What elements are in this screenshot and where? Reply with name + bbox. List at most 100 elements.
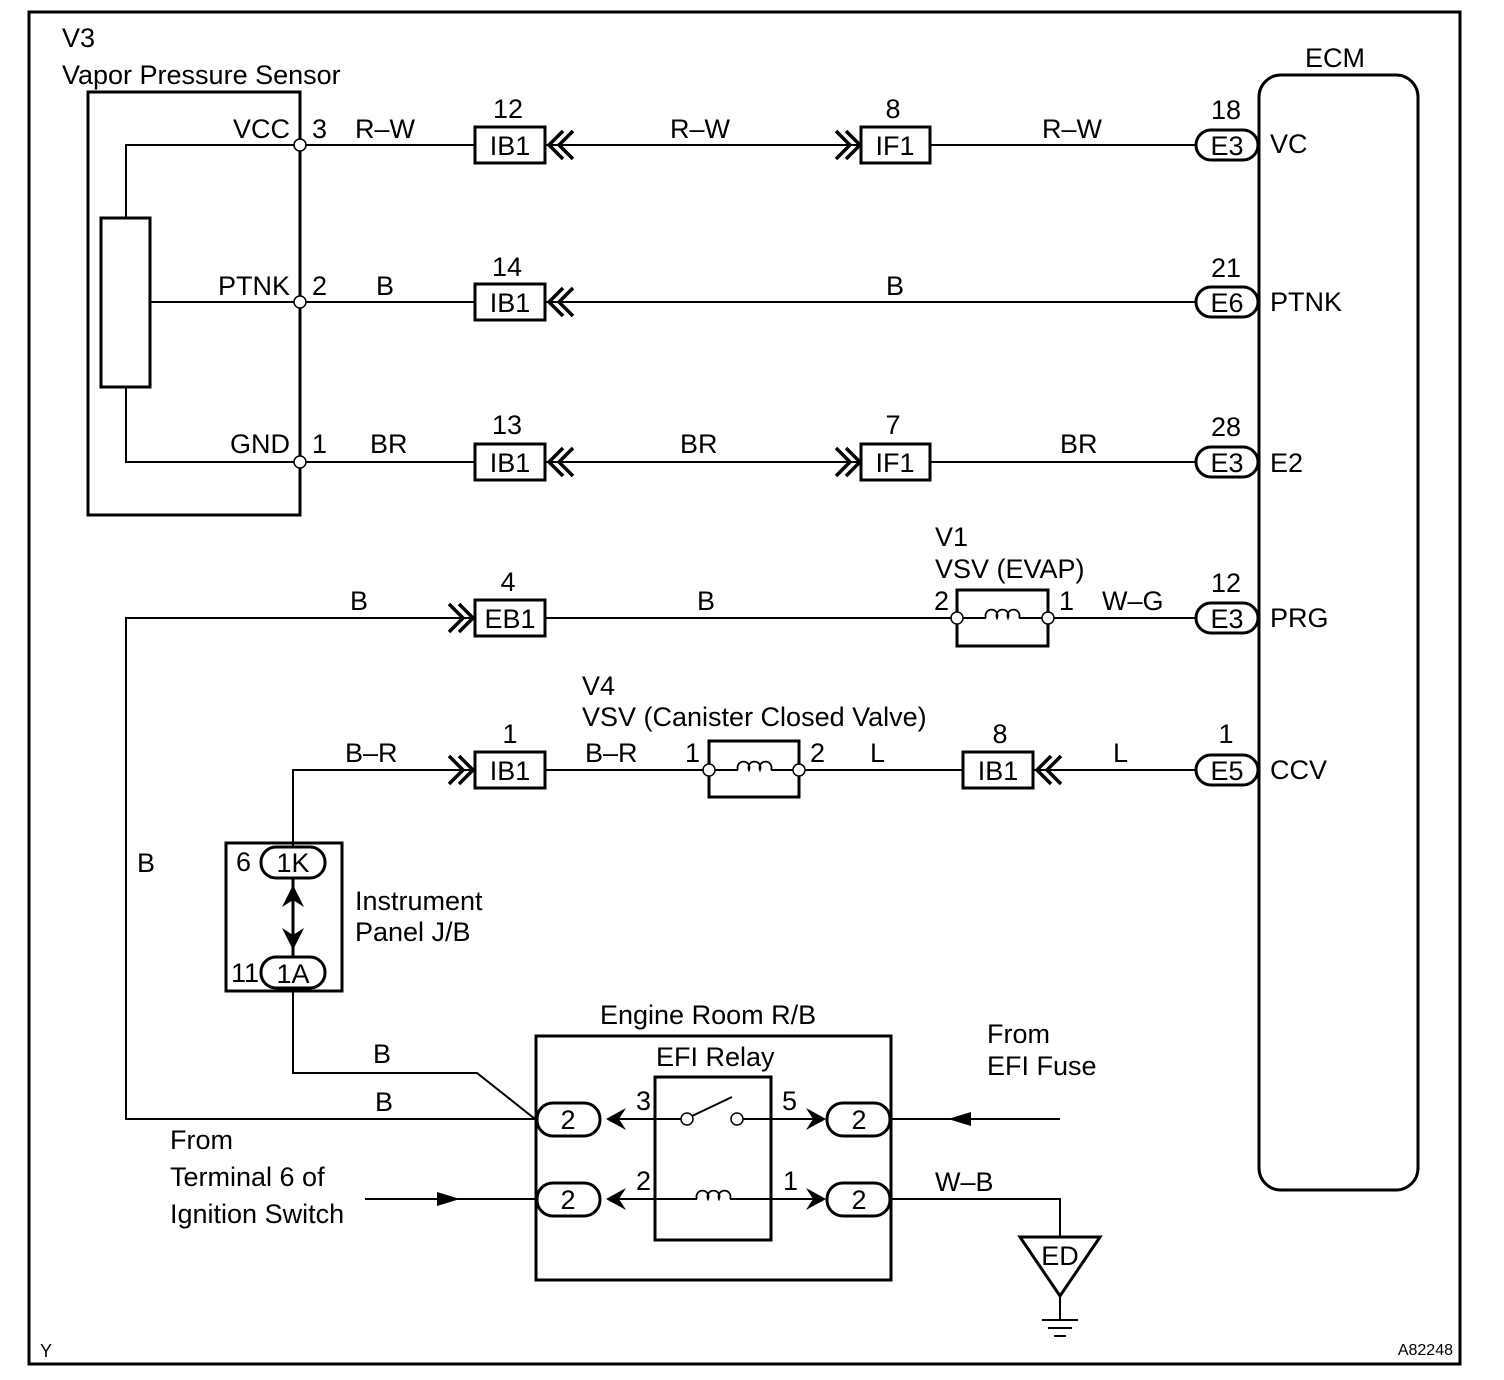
- jb-label: Panel J/B: [355, 917, 471, 947]
- wire-color-label: B: [697, 586, 715, 616]
- junction-connector: [473, 125, 547, 165]
- relay-pin: 2: [636, 1166, 651, 1196]
- sensor-internal-wire-gnd: [125, 387, 300, 463]
- rb-connector: [825, 1181, 892, 1218]
- connector-chevron: [834, 446, 853, 478]
- ecm-connector: [1194, 753, 1260, 787]
- jb-connector: [259, 845, 327, 880]
- wire-ground: [891, 1198, 1061, 1237]
- wire-color-label: B: [376, 271, 394, 301]
- sensor-terminal-ptnk: [293, 295, 307, 309]
- wire-jb-to-rb: [292, 988, 536, 1120]
- junction-connector-pin: 14: [492, 252, 522, 282]
- jb-connector-code: 1K: [276, 848, 309, 878]
- rb-connector: [535, 1101, 602, 1138]
- vsv-pin: 2: [810, 738, 825, 768]
- source-label: From: [170, 1125, 233, 1155]
- wire-color-label: R–W: [670, 114, 731, 144]
- sensor-terminal-pin: 3: [312, 114, 327, 144]
- sensor-terminal-pin: 2: [312, 271, 327, 301]
- junction-connector: [961, 750, 1035, 790]
- ground-ed: W–B ED: [891, 1167, 1103, 1337]
- ecm-terminal-name: PTNK: [1270, 287, 1342, 317]
- junction-connector-pin: 7: [885, 410, 900, 440]
- connector-chevron: [546, 446, 565, 478]
- connector-chevron: [556, 446, 575, 478]
- relay-pin: 5: [782, 1086, 797, 1116]
- wire-color-label: B: [886, 271, 904, 301]
- connector-chevron: [457, 602, 476, 634]
- coil-icon: [984, 608, 1021, 621]
- wire-color-label: R–W: [355, 114, 416, 144]
- jb-label: Instrument: [355, 886, 483, 916]
- sensor-ref: V3: [62, 23, 95, 53]
- wire-color-label: B: [350, 586, 368, 616]
- wire-color-label: L: [870, 738, 885, 768]
- vsv-evap: V1 VSV (EVAP) 2 1: [934, 522, 1085, 648]
- circuit-vc: R–W R–W R–W IB1 12 IF1 8 E3 18 VC: [306, 94, 1308, 165]
- ecm-connector-pin: 12: [1211, 568, 1241, 598]
- ecm-connector-code: E5: [1210, 756, 1243, 786]
- diagram-frame: [27, 10, 1462, 1366]
- vsv-canister-closed-valve: V4 VSV (Canister Closed Valve) 1 2: [582, 671, 927, 799]
- switch-contact: [680, 1112, 694, 1126]
- sensor-internal-wire-vcc: [125, 144, 300, 218]
- connector-chevron: [546, 286, 565, 318]
- rb-connector-code: 2: [560, 1185, 575, 1215]
- sensor-terminal-name: PTNK: [218, 271, 290, 301]
- wire-color-label: B: [375, 1087, 393, 1117]
- wire-color-label: L: [1113, 738, 1128, 768]
- sensor-terminal-gnd: [293, 455, 307, 469]
- ecm-connector-code: E3: [1210, 604, 1243, 634]
- jb-connector-pin: 11: [231, 958, 259, 988]
- vsv-pin: 1: [1059, 586, 1074, 616]
- source-ignition-switch: From Terminal 6 of Ignition Switch: [170, 1125, 537, 1229]
- connector-arrow-right-icon: [806, 1188, 826, 1210]
- wire-color-label: BR: [680, 429, 718, 459]
- jb-connector-code: 1A: [276, 959, 309, 989]
- junction-connector-code: IB1: [490, 448, 531, 478]
- relay-name: EFI Relay: [656, 1042, 775, 1072]
- arrow-up-icon: [282, 885, 304, 907]
- switch-contact: [730, 1112, 744, 1126]
- ecm-terminal-name: PRG: [1270, 603, 1329, 633]
- junction-connector-pin: 8: [992, 719, 1007, 749]
- relay-pin: 3: [636, 1086, 651, 1116]
- ecm-connector: [1194, 285, 1260, 319]
- rb-connector-code: 2: [851, 1185, 866, 1215]
- junction-connector-code: EB1: [484, 604, 535, 634]
- junction-connector: [859, 442, 932, 482]
- wire-color-label: W–B: [935, 1167, 994, 1197]
- sensor-terminal-name: VCC: [233, 114, 290, 144]
- ecm-connector-pin: 28: [1211, 412, 1241, 442]
- circuit-prg: B B W–G B EB1 4 V1 VSV (EVAP) 2 1 E3 12 …: [125, 522, 1329, 1120]
- arrow-right-icon: [437, 1192, 460, 1206]
- arrow-left-icon: [948, 1112, 971, 1126]
- ecm-connector-code: E6: [1210, 288, 1243, 318]
- vsv-evap-name: VSV (EVAP): [935, 554, 1085, 584]
- sensor-terminal-vcc: [293, 138, 307, 152]
- junction-connector: [473, 282, 547, 322]
- connector-chevron: [447, 754, 466, 786]
- relay-pin: 1: [783, 1166, 798, 1196]
- vsv-terminal: [1041, 611, 1055, 625]
- connector-arrow-left-icon: [606, 1108, 626, 1130]
- instrument-panel-jb: 1K 6 1A 11 Instrument Panel J/B B B: [224, 841, 536, 1120]
- connector-chevron: [1034, 754, 1053, 786]
- footer-left: Y: [40, 1341, 52, 1361]
- arrow-down-icon: [282, 928, 304, 950]
- engine-room-rb: Engine Room R/B EFI Relay 3 5 2 1 2 2 2 …: [534, 1000, 893, 1282]
- source-label: Terminal 6 of: [170, 1162, 325, 1192]
- efi-relay: [653, 1075, 773, 1242]
- sensor-name: Vapor Pressure Sensor: [62, 60, 341, 90]
- junction-connector: [473, 598, 547, 638]
- junction-connector: [859, 125, 932, 165]
- vsv-canister-ref: V4: [582, 671, 615, 701]
- source-label: EFI Fuse: [987, 1051, 1097, 1081]
- connector-chevron: [834, 129, 853, 161]
- wire: [292, 769, 475, 847]
- vsv-evap-ref: V1: [935, 522, 968, 552]
- vsv-terminal: [702, 763, 716, 777]
- ecm-connector-pin: 21: [1211, 253, 1241, 283]
